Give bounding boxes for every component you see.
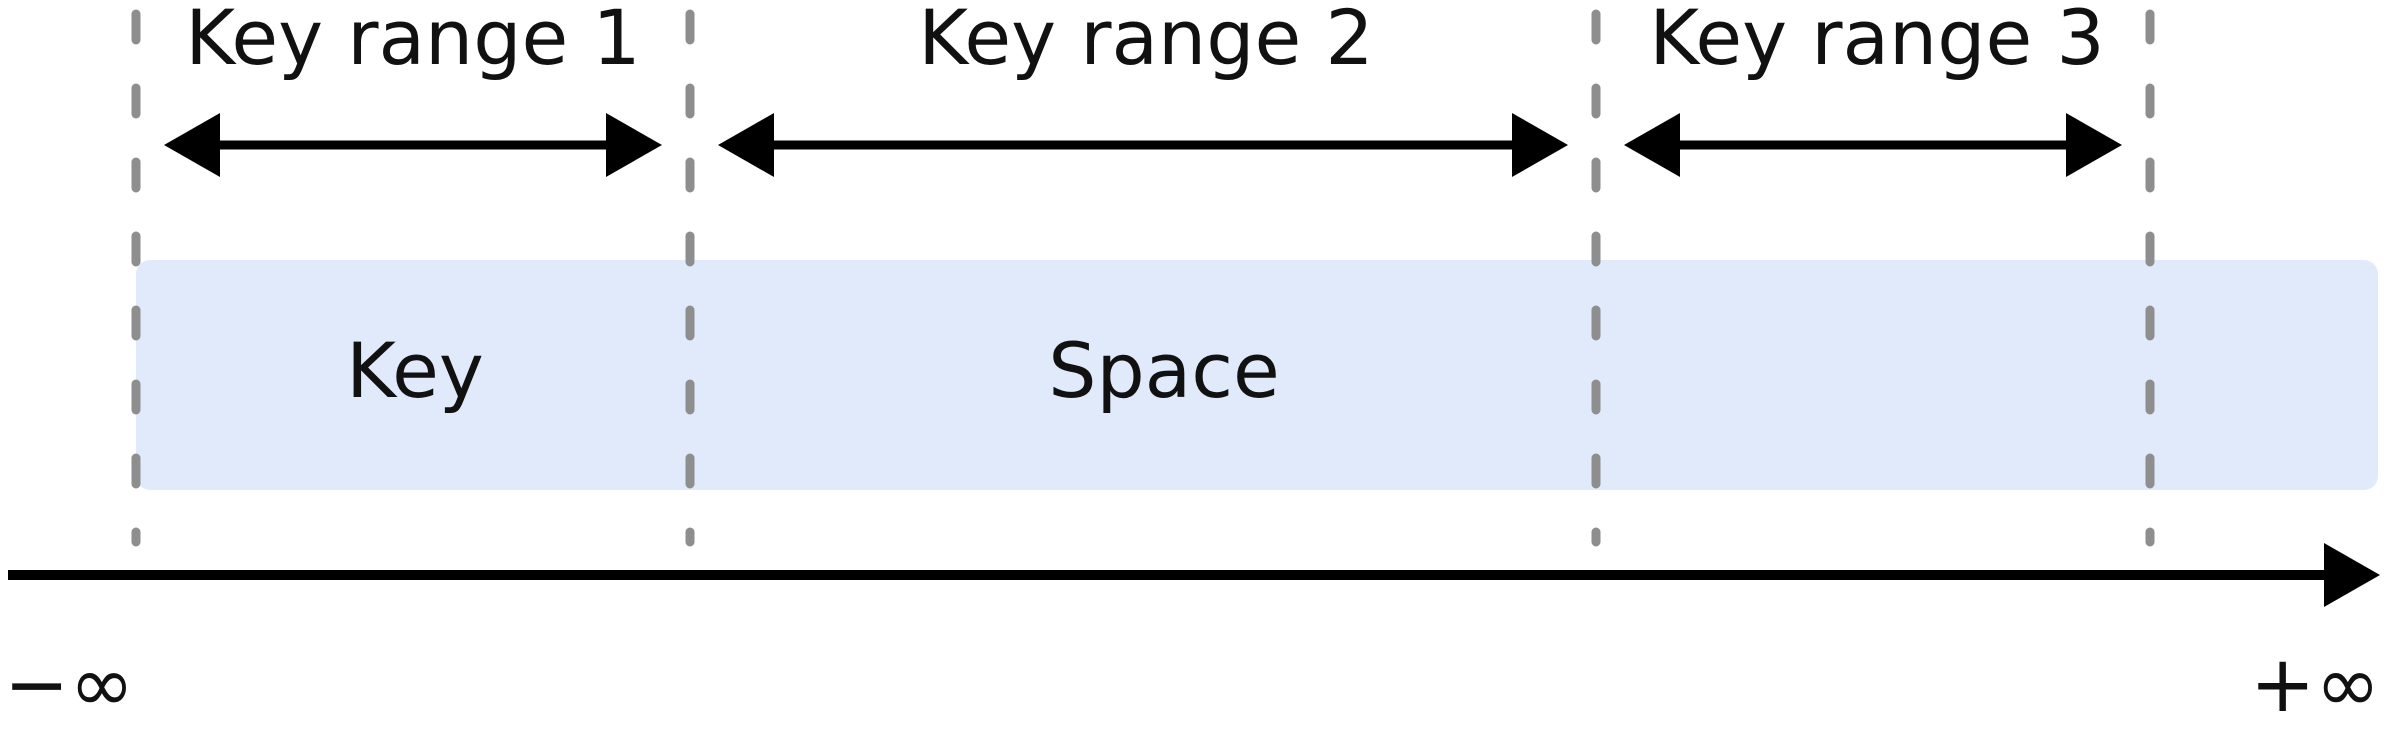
range-arrow-1 bbox=[164, 113, 662, 177]
key-space-word-key: Key bbox=[346, 326, 484, 415]
key-space-band bbox=[136, 260, 2378, 490]
axis-end-label: +∞ bbox=[2250, 640, 2381, 730]
key-range-3-label: Key range 3 bbox=[1649, 0, 2105, 82]
key-space-word-space: Space bbox=[1048, 326, 1280, 415]
range-arrow-2 bbox=[718, 113, 1568, 177]
key-range-1-label: Key range 1 bbox=[185, 0, 641, 82]
range-boundaries bbox=[131, 9, 2155, 547]
key-range-2-label: Key range 2 bbox=[918, 0, 1374, 82]
axis-start-label: −∞ bbox=[4, 640, 135, 730]
range-arrow-3 bbox=[1624, 113, 2122, 177]
axis-arrow bbox=[8, 543, 2380, 607]
